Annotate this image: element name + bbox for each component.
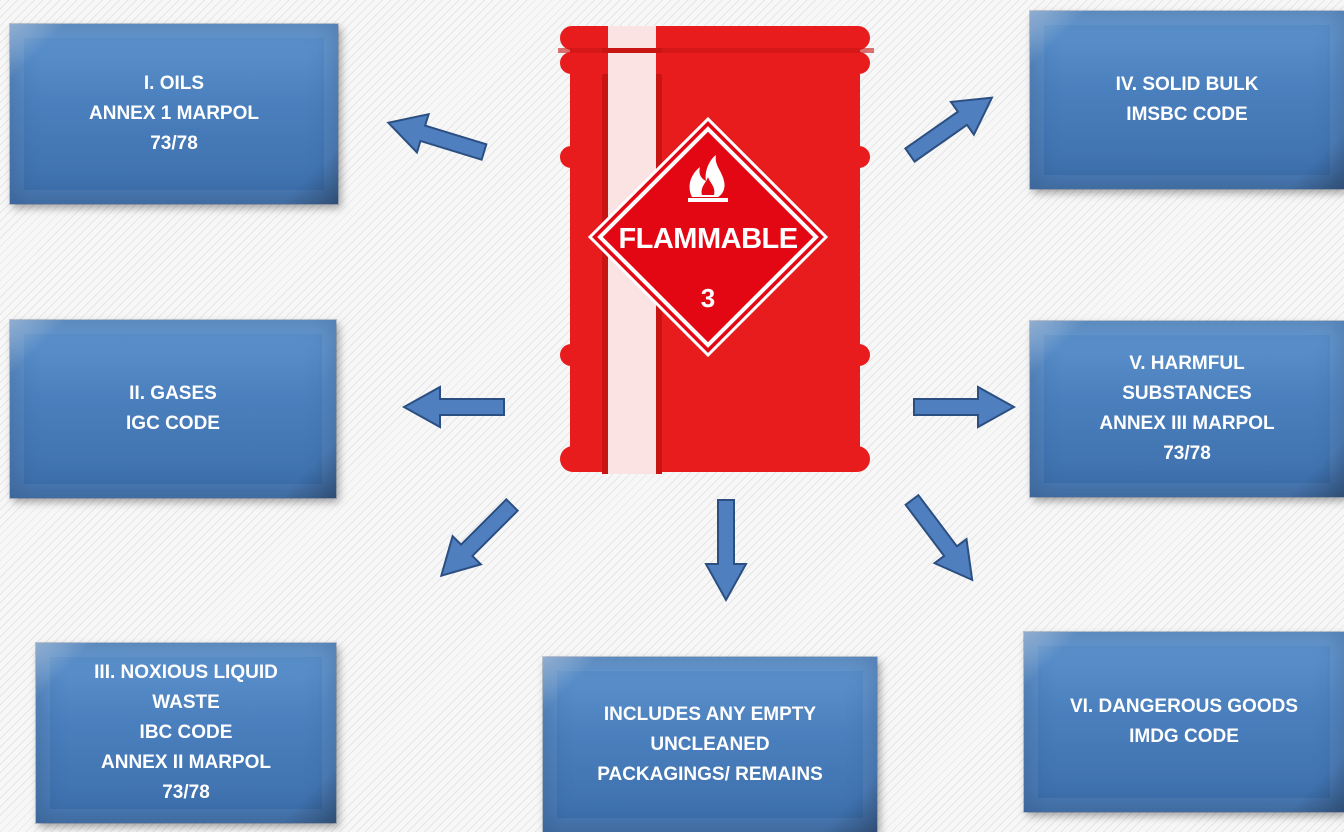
oils-box-text: I. OILS ANNEX 1 MARPOL 73/78: [89, 73, 259, 154]
harmful-substances-box-text: V. HARMFUL SUBSTANCES ANNEX III MARPOL 7…: [1099, 353, 1275, 464]
arrow-to-dangerous-goods: [895, 486, 990, 593]
gases-box: II. GASES IGC CODE: [10, 320, 336, 498]
harmful-substances-box: V. HARMFUL SUBSTANCES ANNEX III MARPOL 7…: [1030, 321, 1344, 497]
empty-packagings-box: INCLUDES ANY EMPTY UNCLEANED PACKAGINGS/…: [543, 657, 877, 832]
arrow-to-oils: [381, 102, 491, 173]
arrow-to-harmful: [913, 386, 1015, 428]
empty-packagings-box-text: INCLUDES ANY EMPTY UNCLEANED PACKAGINGS/…: [597, 703, 823, 785]
arrow-to-gases: [403, 386, 505, 428]
gases-box-text: II. GASES IGC CODE: [126, 383, 220, 434]
arrow-to-empty-packagings: [705, 499, 747, 601]
arrow-to-noxious: [426, 489, 528, 591]
noxious-liquid-box-text: III. NOXIOUS LIQUID WASTE IBC CODE ANNEX…: [94, 662, 278, 803]
placard-label: FLAMMABLE: [618, 223, 797, 255]
solid-bulk-box-text: IV. SOLID BULK IMSBC CODE: [1115, 74, 1259, 125]
flammable-barrel: FLAMMABLE 3: [558, 26, 874, 474]
flammable-placard: FLAMMABLE 3: [587, 116, 829, 358]
arrow-to-solid-bulk: [897, 80, 1005, 173]
oils-box: I. OILS ANNEX 1 MARPOL 73/78: [10, 24, 338, 204]
flame-icon: [688, 155, 728, 202]
placard-class-number: 3: [701, 283, 715, 313]
dangerous-goods-box: VI. DANGEROUS GOODS IMDG CODE: [1024, 632, 1344, 812]
noxious-liquid-box: III. NOXIOUS LIQUID WASTE IBC CODE ANNEX…: [36, 643, 336, 823]
solid-bulk-box: IV. SOLID BULK IMSBC CODE: [1030, 11, 1344, 189]
dangerous-goods-box-text: VI. DANGEROUS GOODS IMDG CODE: [1069, 696, 1299, 747]
